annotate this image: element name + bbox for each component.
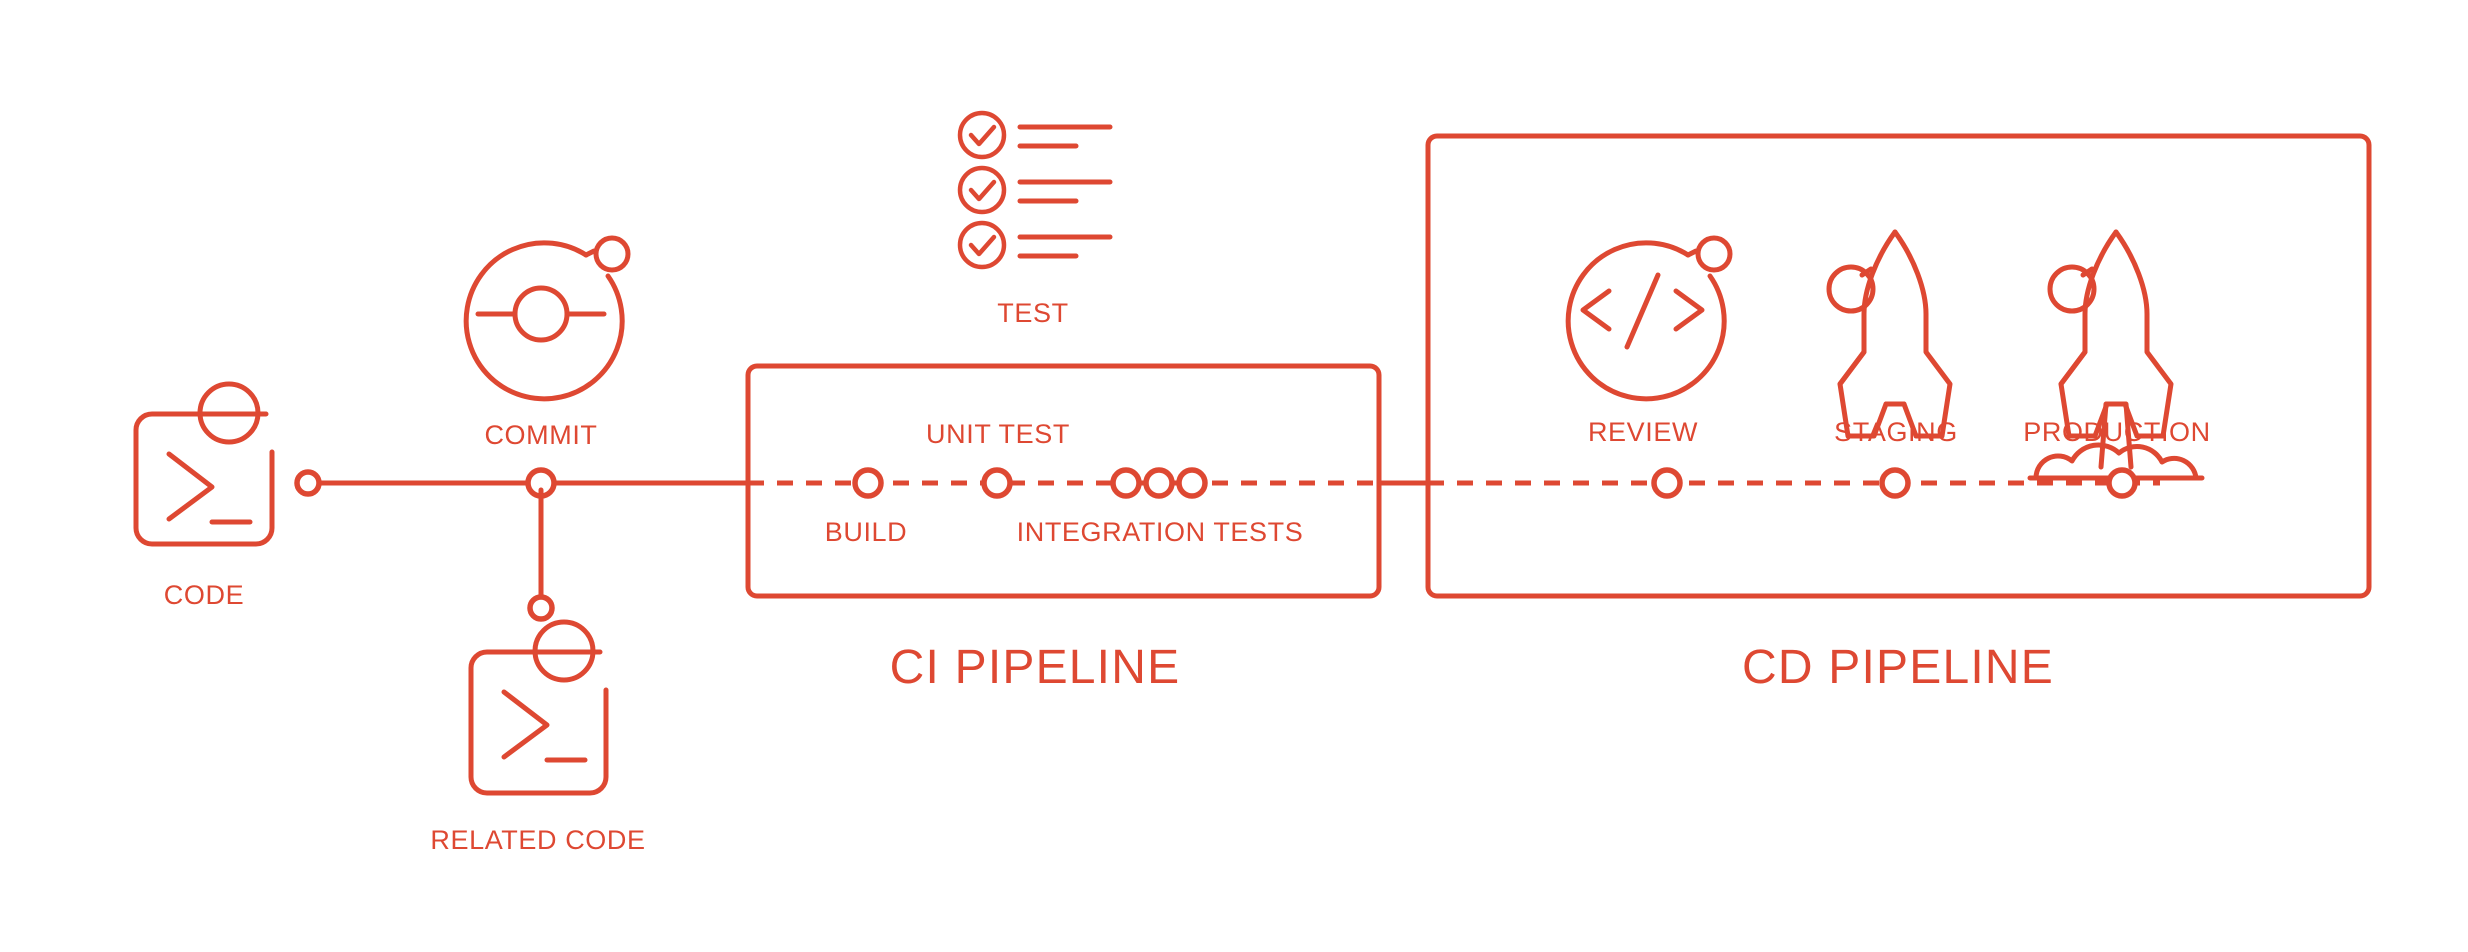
cd-node-staging[interactable] — [1879, 467, 1911, 499]
checklist-icon — [957, 110, 1113, 270]
related-code-label: RELATED CODE — [430, 825, 645, 855]
rocket-icon — [1826, 229, 1953, 439]
ci-node-integration-2[interactable] — [1143, 467, 1175, 499]
ci-pipeline-title: CI PIPELINE — [890, 641, 1181, 694]
ci-node-integration-1[interactable] — [1110, 467, 1142, 499]
timeline-node-related-code[interactable] — [527, 594, 555, 622]
ci-node-build[interactable] — [852, 467, 884, 499]
ci-stage-label-build: BUILD — [825, 517, 908, 547]
ci-stage-label-integration-tests: INTEGRATION TESTS — [1017, 517, 1304, 547]
test-label: TEST — [997, 298, 1068, 328]
ci-node-unit-test[interactable] — [981, 467, 1013, 499]
production-label: PRODUCTION — [2023, 417, 2211, 447]
staging-label: STAGING — [1834, 417, 1958, 447]
code-label: CODE — [164, 580, 244, 610]
review-label: REVIEW — [1588, 417, 1698, 447]
rocket-launch-icon — [2027, 229, 2205, 481]
commit-node-icon — [463, 235, 631, 402]
ci-pipeline-box — [745, 363, 1382, 599]
timeline-node-origin[interactable] — [294, 469, 322, 497]
terminal-code-icon-code — [133, 381, 275, 547]
ci-node-integration-3[interactable] — [1176, 467, 1208, 499]
code-review-icon — [1565, 235, 1733, 402]
commit-label: COMMIT — [484, 420, 597, 450]
cd-pipeline-title: CD PIPELINE — [1742, 641, 2054, 694]
terminal-code-icon-related — [468, 619, 609, 796]
cd-node-review[interactable] — [1651, 467, 1683, 499]
ci-stage-label-unit-test: UNIT TEST — [926, 419, 1070, 449]
cd-node-production[interactable] — [2106, 467, 2138, 499]
cd-pipeline-box — [1425, 133, 2372, 599]
